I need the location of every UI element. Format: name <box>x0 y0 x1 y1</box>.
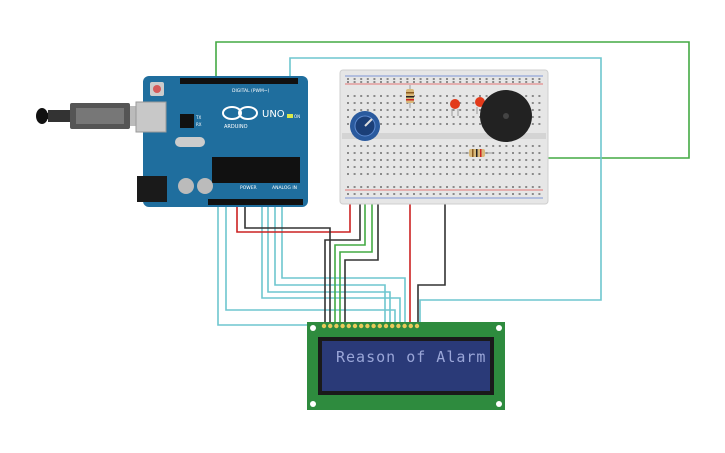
tx-label: TX <box>195 115 201 120</box>
potentiometer[interactable] <box>350 111 380 141</box>
lcd-pins <box>321 323 420 329</box>
lcd-text: Reason of Alarm <box>336 348 486 366</box>
wire-cyan-2[interactable] <box>225 205 396 322</box>
wire-black-3[interactable] <box>417 190 446 322</box>
wire-cyan-1[interactable] <box>217 205 308 326</box>
led-1[interactable] <box>450 99 460 116</box>
power-label: POWER <box>240 185 257 191</box>
board-brand: ARDUINO <box>224 124 248 130</box>
lcd-screen <box>322 341 490 391</box>
digital-header <box>180 78 298 84</box>
wire-green-top[interactable] <box>215 41 690 159</box>
wire-green-2[interactable] <box>339 195 373 322</box>
buzzer[interactable] <box>480 90 532 142</box>
arduino-board[interactable]: UNO ARDUINO DIGITAL (PWM~) POWER ANALOG … <box>135 76 308 207</box>
wire-cyan-top[interactable] <box>289 57 602 322</box>
wire-black-2[interactable] <box>344 190 379 322</box>
microcontroller-chip <box>212 157 300 183</box>
digital-label: DIGITAL (PWM~) <box>232 88 270 94</box>
arduino-logo <box>222 106 258 120</box>
analog-header <box>208 199 303 205</box>
rx-label: RX <box>196 122 202 127</box>
lcd-module[interactable]: Reason of Alarm <box>307 322 505 410</box>
wire-green-1[interactable] <box>334 195 366 322</box>
analog-label: ANALOG IN <box>272 185 297 191</box>
on-label: ON <box>294 114 300 119</box>
wire-black-1[interactable] <box>324 190 361 322</box>
usb-cable[interactable] <box>36 103 146 129</box>
resistor-top[interactable] <box>406 85 414 108</box>
on-led <box>287 114 293 118</box>
resistor-right[interactable] <box>462 149 492 157</box>
wire-black-arduino[interactable] <box>244 200 331 322</box>
wire-red-arduino[interactable] <box>236 192 351 233</box>
board-logo-text: UNO <box>262 109 285 120</box>
